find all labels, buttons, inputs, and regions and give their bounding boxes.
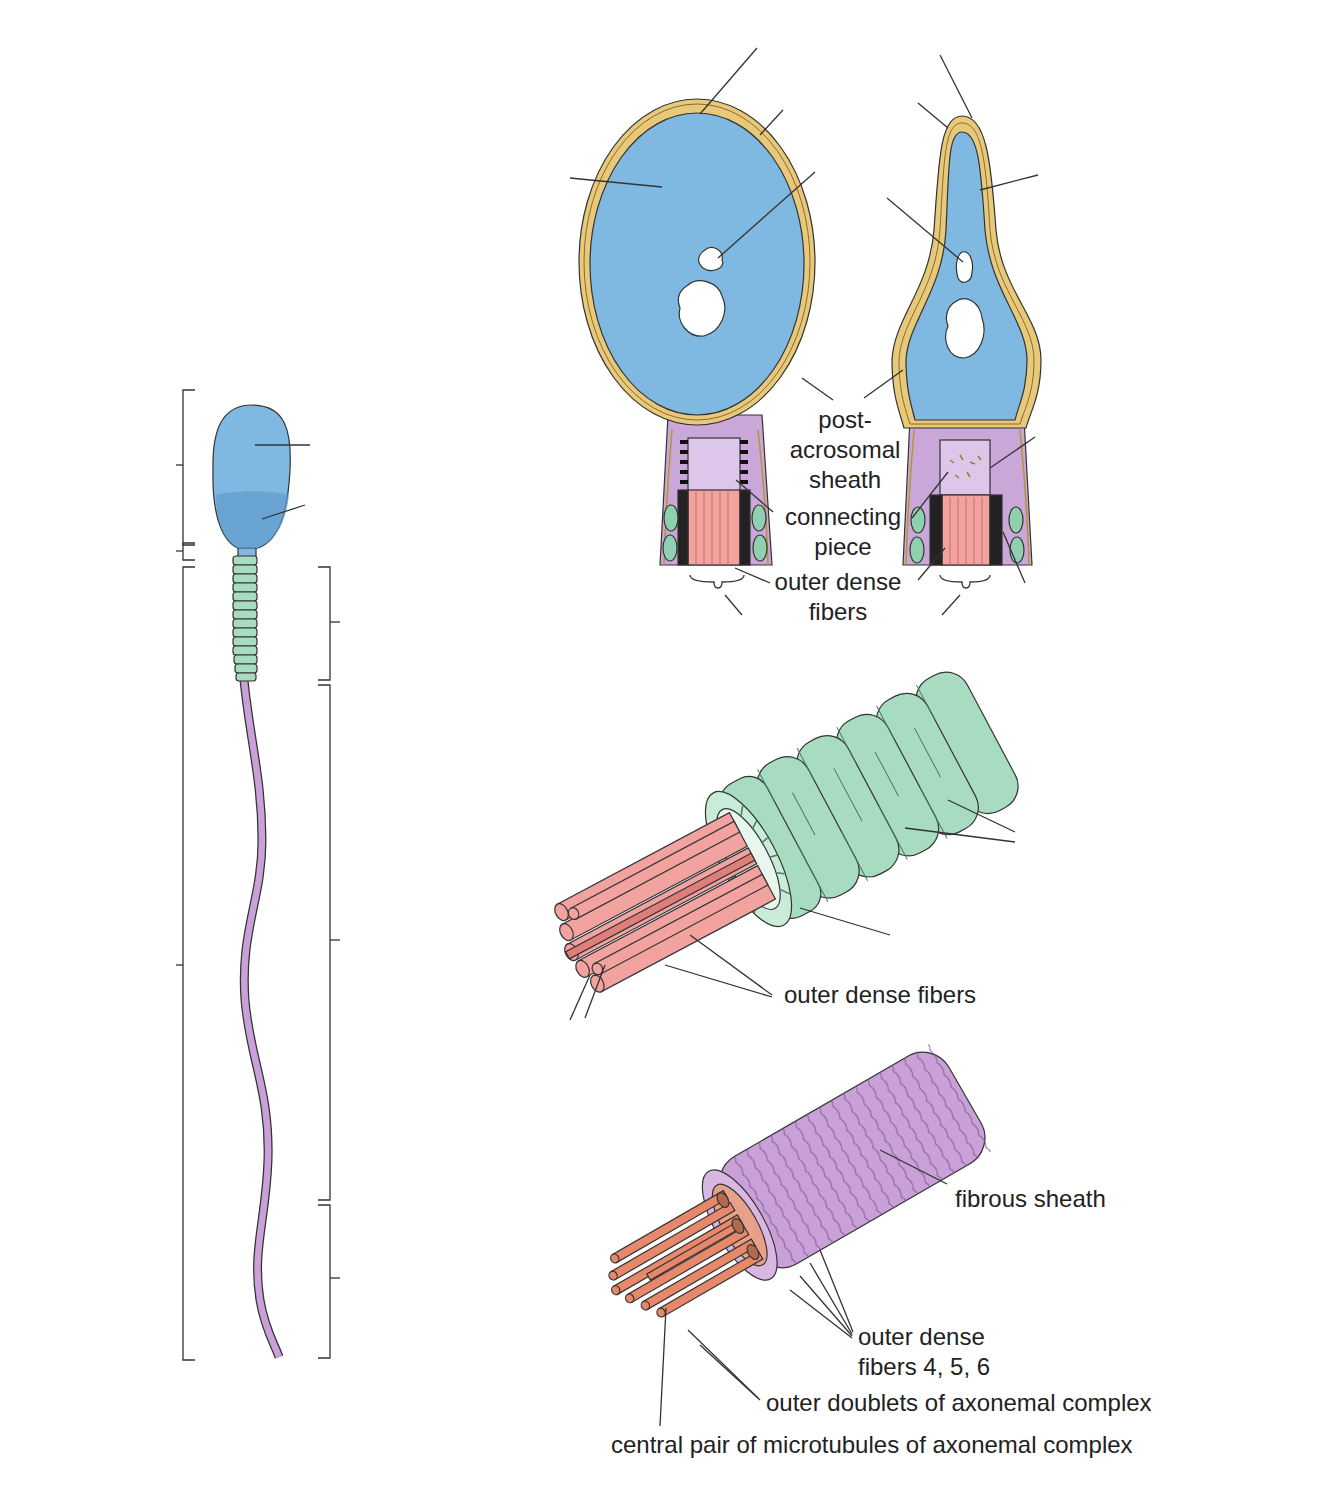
head-section-broad [579, 99, 815, 565]
middle-piece [531, 664, 1026, 1022]
part-label: connecting piece [772, 502, 914, 562]
part-label: outer dense fibers 4, 5, 6 [858, 1322, 1018, 1382]
part-label: outer dense fibers [763, 567, 913, 627]
leader-line [570, 48, 1038, 615]
leader-line [570, 800, 1015, 1020]
part-label: post- acrosomal sheath [782, 405, 908, 495]
part-label: outer dense fibers [784, 980, 976, 1010]
leader-line [660, 1150, 947, 1426]
part-label: outer doublets of axonemal complex [766, 1388, 1152, 1418]
whole-sperm [213, 405, 290, 1357]
part-label: fibrous sheath [955, 1184, 1106, 1214]
head-section-narrow [892, 116, 1041, 565]
leader-line [255, 445, 310, 519]
bracket [176, 390, 340, 1360]
principal-piece [584, 1041, 996, 1350]
part-label: central pair of microtubules of axonemal… [611, 1430, 1133, 1460]
